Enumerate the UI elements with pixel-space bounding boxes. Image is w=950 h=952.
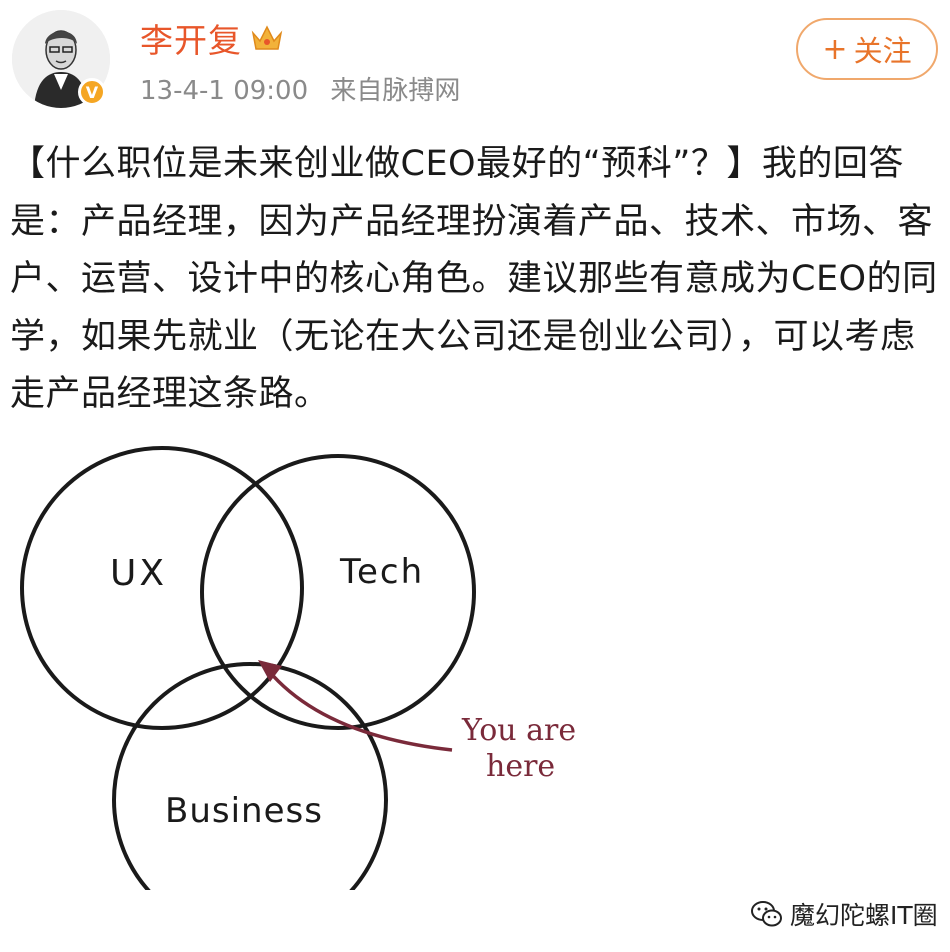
avatar-portrait-icon	[12, 10, 110, 108]
verified-badge-icon: V	[78, 78, 106, 106]
tech-circle	[200, 454, 476, 730]
author-name-row[interactable]: 李开复	[140, 14, 284, 62]
wechat-icon	[751, 901, 782, 927]
avatar[interactable]	[12, 10, 110, 108]
plus-icon: +	[822, 31, 848, 67]
watermark-text: 魔幻陀螺IT圈	[790, 901, 938, 930]
post-meta: 13-4-1 09:00 来自脉搏网	[140, 70, 460, 107]
follow-label: 关注	[853, 34, 912, 68]
pointer-arrow-line	[266, 668, 453, 752]
pointer-label-line2: here	[486, 749, 555, 784]
follow-button[interactable]: + 关注	[796, 18, 938, 80]
post-source[interactable]: 来自脉搏网	[330, 76, 461, 106]
post-timestamp: 13-4-1 09:00	[140, 76, 309, 106]
pointer-label-line1: You are	[461, 713, 576, 748]
post-text: 【什么职位是未来创业做CEO最好的“预科”？】我的回答是：产品经理，因为产品经理…	[10, 144, 938, 414]
ux-circle	[20, 446, 304, 730]
crown-icon	[251, 25, 283, 50]
business-circle	[112, 662, 388, 890]
tech-label: Tech	[339, 552, 424, 592]
watermark: 魔幻陀螺IT圈	[750, 896, 938, 932]
venn-diagram: UX Tech Business You are here	[20, 446, 576, 890]
pointer-arrowhead-icon	[258, 660, 282, 682]
business-label: Business	[165, 791, 323, 831]
author-name[interactable]: 李开复	[140, 21, 242, 60]
ux-label: UX	[110, 553, 167, 594]
